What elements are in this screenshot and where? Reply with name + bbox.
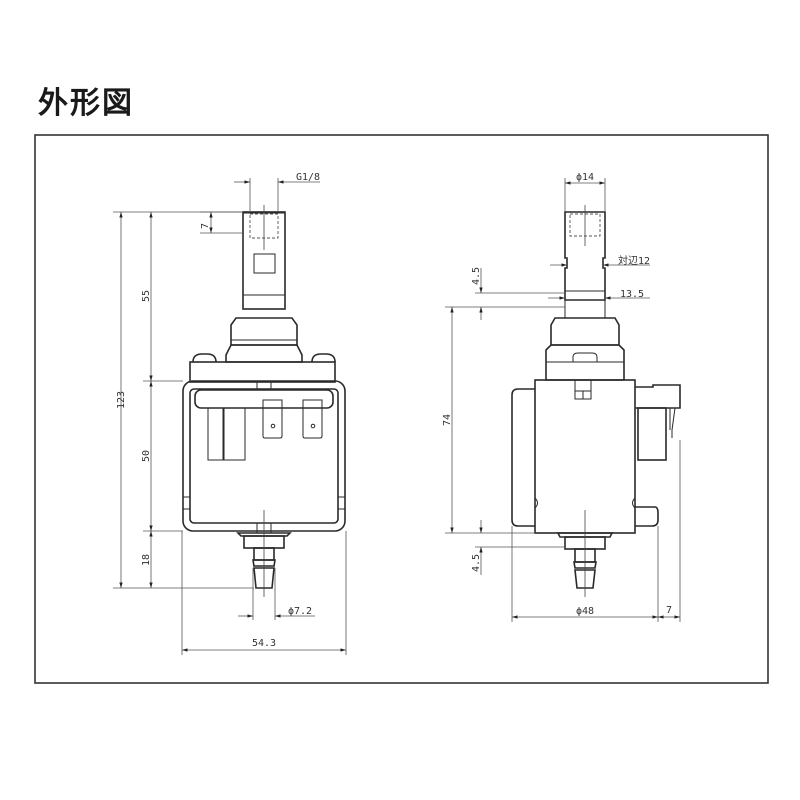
dim-body-height: 74 — [442, 414, 453, 426]
drawing-frame — [34, 134, 769, 684]
dim-coil-diameter: ϕ48 — [576, 606, 594, 617]
dim-outlet-height: 18 — [141, 554, 152, 566]
drawing-title: 外形図 — [38, 86, 134, 121]
dim-thread: G1/8 — [296, 172, 320, 183]
dim-inlet-diameter: ϕ14 — [576, 172, 594, 183]
dim-width: 54.3 — [252, 638, 276, 649]
dim-upper-height: 55 — [141, 290, 152, 302]
dim-total-height: 123 — [116, 391, 127, 409]
dim-outlet-diameter: ϕ7.2 — [288, 606, 312, 617]
dim-upper-offset: 4.5 — [471, 267, 482, 285]
front-view: G1/8 7 123 55 50 18 ϕ7.2 — [113, 172, 347, 655]
dim-connector-depth: 7 — [666, 605, 672, 616]
side-view: ϕ14 対辺12 13.5 4.5 74 4.5 ϕ48 — [442, 172, 681, 622]
dim-groove-diameter: 13.5 — [620, 289, 644, 300]
dim-lower-offset: 4.5 — [471, 554, 482, 572]
dim-body-height: 50 — [141, 450, 152, 462]
dim-hex-across-flats: 対辺12 — [618, 254, 650, 267]
dim-thread-depth: 7 — [200, 223, 211, 229]
